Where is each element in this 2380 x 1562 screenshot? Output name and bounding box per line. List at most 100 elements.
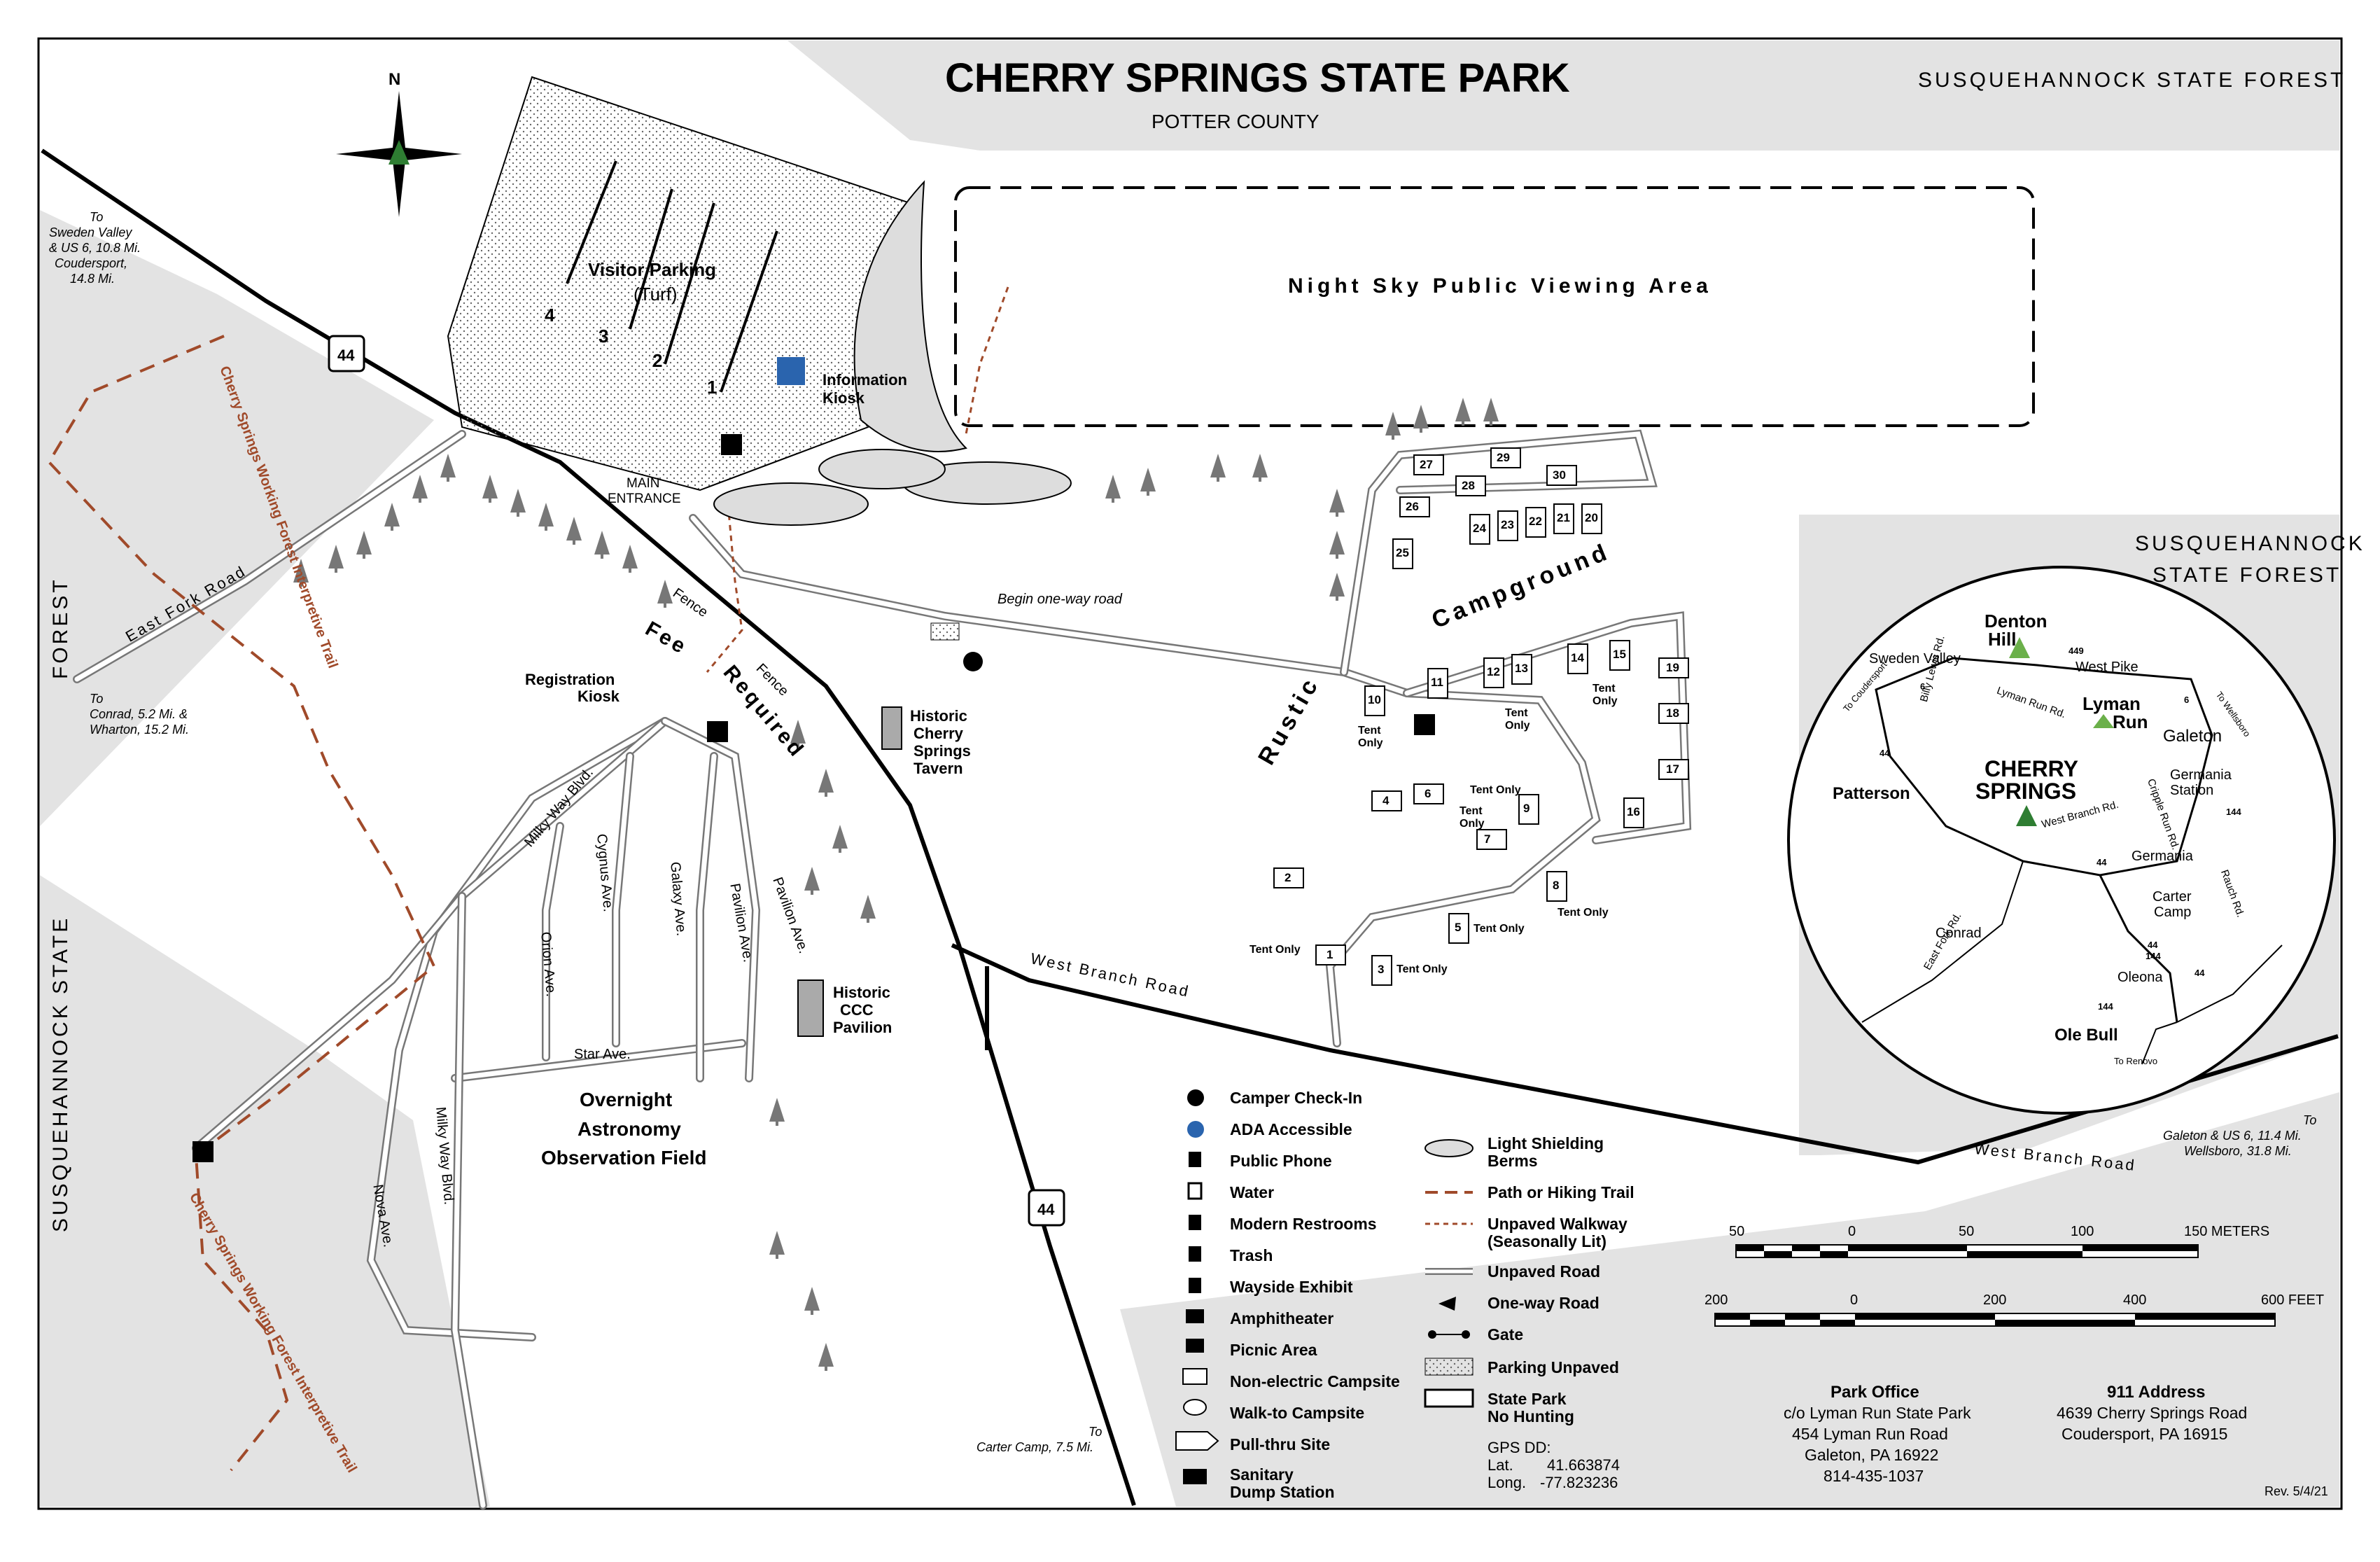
legend2-label-2: Path or Hiking Trail: [1488, 1183, 1634, 1201]
legend-label-12: Pull-thru Site: [1230, 1435, 1331, 1453]
restroom-icon: [721, 434, 742, 455]
address-911-heading: 911 Address: [2107, 1383, 2206, 1402]
legend2-label-3: Unpaved Walkway: [1488, 1215, 1628, 1233]
inset-hill: Hill: [1988, 629, 2017, 650]
legend-label-6: Trash: [1230, 1246, 1273, 1264]
legend-label-13b: Dump Station: [1230, 1483, 1335, 1501]
forest-label-left-3: FOREST: [49, 577, 72, 679]
park-office-line-4: 814-435-1037: [1823, 1467, 1924, 1485]
registration-kiosk-label-2: Kiosk: [578, 688, 620, 705]
legend2-label-1b: Berms: [1488, 1152, 1538, 1170]
map-icons: [192, 357, 1435, 1162]
historic-ccc-label-2: CCC: [840, 1001, 874, 1019]
site-25: 25: [1396, 546, 1409, 559]
parking-row-2: 2: [652, 350, 663, 371]
star-ave-label: Star Ave.: [574, 1047, 631, 1062]
site-14: 14: [1571, 651, 1584, 664]
route-44-label-2: 44: [1037, 1201, 1055, 1218]
site-15: 15: [1613, 648, 1626, 661]
site-10: 10: [1368, 693, 1381, 706]
site-23: 23: [1501, 518, 1514, 531]
site-19: 19: [1666, 661, 1679, 674]
to-conrad-2: Conrad, 5.2 Mi. &: [90, 707, 188, 721]
park-office-line-1: c/o Lyman Run State Park: [1784, 1404, 1971, 1422]
legend-label-1: Camper Check-In: [1230, 1089, 1363, 1107]
parking-row-4: 4: [545, 305, 555, 326]
inset-galeton: Galeton: [2163, 727, 2222, 746]
to-carter-2: Carter Camp, 7.5 Mi.: [976, 1440, 1094, 1454]
site-1: 1: [1326, 948, 1334, 961]
park-office-line-3: Galeton, PA 16922: [1805, 1446, 1939, 1464]
site-20: 20: [1585, 511, 1598, 524]
route-44-badge: [328, 335, 1065, 1227]
scale-f-4: 600 FEET: [2261, 1292, 2325, 1308]
legend-swatches: [1175, 1089, 1474, 1484]
parking-row-3: 3: [598, 326, 609, 347]
overnight-label-2: Astronomy: [578, 1118, 681, 1140]
legend-label-9: Picnic Area: [1230, 1341, 1317, 1359]
inset-to-renovo: To Renovo: [2114, 1056, 2158, 1066]
inset-lyman: Lyman: [2082, 693, 2141, 714]
route-44-label: 44: [337, 347, 355, 364]
inset-oleona: Oleona: [2118, 970, 2163, 985]
inset-patterson: Patterson: [1833, 784, 1910, 803]
site-9: 9: [1523, 802, 1530, 815]
scale-m-4: 150 METERS: [2184, 1224, 2270, 1239]
tent-only-4: Tent Only: [1470, 784, 1521, 796]
inset-run: Run: [2113, 711, 2148, 732]
to-galeton-1: To: [2303, 1113, 2317, 1127]
historic-tavern-label-4: Tavern: [913, 760, 963, 777]
ada-parking-icon: [777, 357, 805, 385]
to-sweden-3: & US 6, 10.8 Mi.: [49, 241, 141, 255]
legend-label-10: Non-electric Campsite: [1230, 1372, 1400, 1390]
registration-kiosk-label-1: Registration: [525, 671, 615, 688]
legend2-label-1: Light Shielding: [1488, 1134, 1604, 1152]
legend2-label-5: One-way Road: [1488, 1294, 1600, 1312]
historic-ccc-label-3: Pavilion: [833, 1019, 892, 1036]
address-911-line-1: 4639 Cherry Springs Road: [2057, 1404, 2248, 1422]
main-entrance-label-2: ENTRANCE: [608, 491, 681, 506]
legend2-label-6: Gate: [1488, 1325, 1524, 1344]
scale-f-1: 0: [1850, 1292, 1858, 1308]
forest-label-top: SUSQUEHANNOCK STATE FOREST: [1918, 69, 2346, 92]
tent-only-8: Tent Only: [1396, 963, 1448, 975]
restroom-icon-4: [192, 1141, 214, 1162]
legend-label-2: ADA Accessible: [1230, 1120, 1352, 1138]
forest-area-sw: [40, 875, 490, 1507]
gps-lat-label: Lat.: [1488, 1456, 1513, 1474]
inset-germania-station-2: Station: [2170, 783, 2214, 798]
park-office-heading: Park Office: [1830, 1383, 1919, 1402]
night-sky-label: Night Sky Public Viewing Area: [1288, 274, 1712, 298]
overnight-label-1: Overnight: [580, 1089, 673, 1110]
turf-label: (Turf): [634, 284, 678, 305]
to-carter-1: To: [1088, 1425, 1102, 1439]
historic-tavern-label-2: Cherry: [913, 725, 963, 742]
legend-label-5: Modern Restrooms: [1230, 1215, 1377, 1233]
historic-ccc-label-1: Historic: [833, 984, 890, 1001]
tent-only-3: Tent Only: [1592, 683, 1618, 707]
tent-only-5: Tent Only: [1460, 805, 1485, 830]
scale-m-0: 50: [1729, 1224, 1745, 1239]
inset-denton: Denton: [1984, 611, 2047, 632]
site-2: 2: [1284, 871, 1292, 884]
scale-bar-feet: [1714, 1313, 2276, 1327]
to-sweden-4: Coudersport,: [55, 256, 128, 270]
legend-label-4: Water: [1230, 1183, 1275, 1201]
legend-label-3: Public Phone: [1230, 1152, 1332, 1170]
restroom-icon-2: [707, 721, 728, 742]
site-5: 5: [1455, 921, 1462, 934]
site-3: 3: [1378, 963, 1385, 976]
county-label: POTTER COUNTY: [1152, 111, 1320, 132]
night-sky-area: [954, 186, 2035, 427]
main-entrance-label-1: MAIN: [626, 476, 660, 491]
tent-only-9: Tent Only: [1250, 944, 1301, 956]
inset-germania: Germania: [2132, 849, 2193, 864]
visitor-parking-label: Visitor Parking: [588, 259, 717, 280]
inset-badge-6a: 6: [1920, 681, 1926, 692]
gps-heading: GPS DD:: [1488, 1439, 1551, 1456]
legend2-label-7: Parking Unpaved: [1488, 1358, 1619, 1376]
to-sweden-2: Sweden Valley: [49, 225, 132, 239]
scale-f-0: 200: [1704, 1292, 1728, 1308]
tent-only-7: Tent Only: [1474, 923, 1525, 935]
